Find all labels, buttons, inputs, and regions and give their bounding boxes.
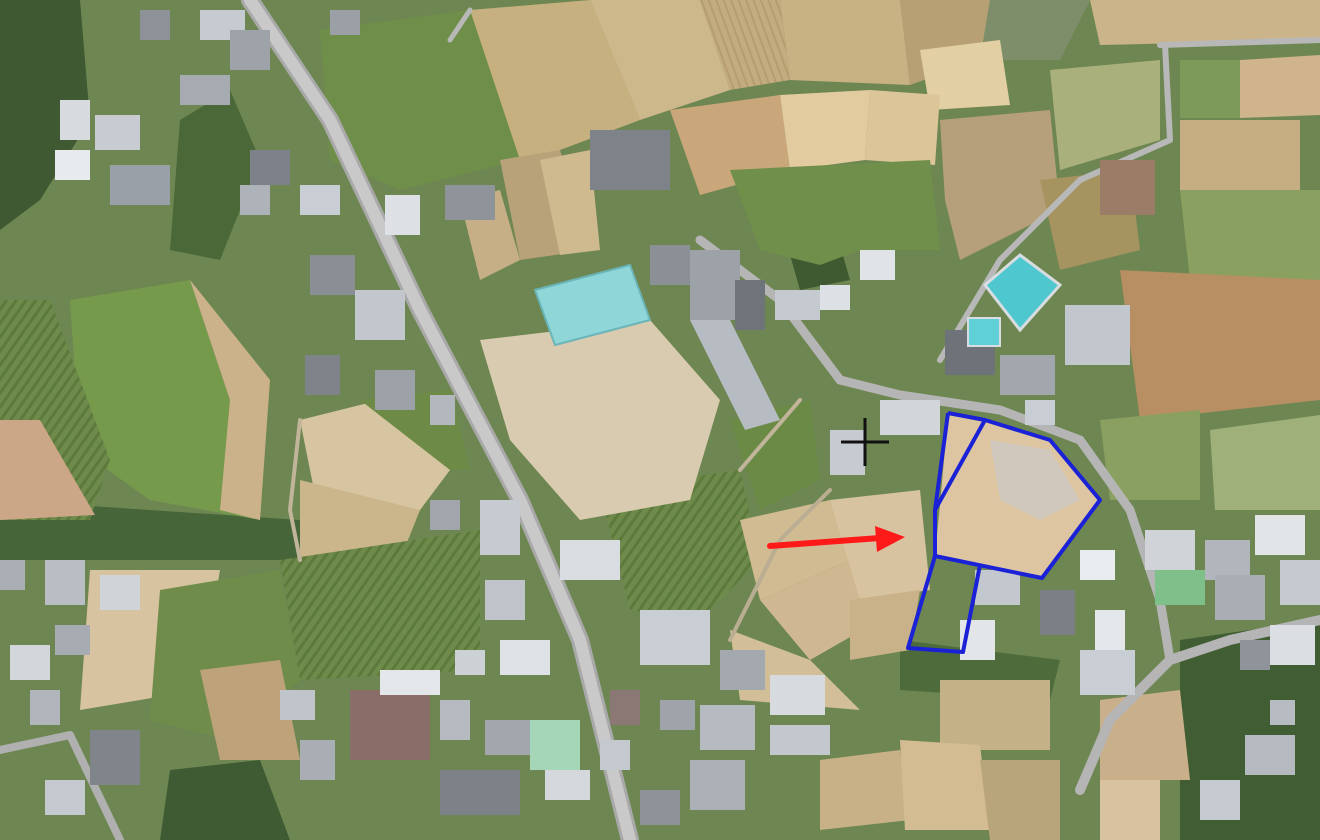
school-playground xyxy=(480,320,720,520)
construction-site-debris xyxy=(990,440,1080,520)
arrow-icon xyxy=(767,526,905,552)
site-boundary xyxy=(906,411,1102,654)
buildings xyxy=(0,10,1320,825)
crosshair-icon[interactable] xyxy=(841,418,889,466)
gymnasium-roof xyxy=(533,263,652,347)
swimming-pool xyxy=(967,253,1063,347)
